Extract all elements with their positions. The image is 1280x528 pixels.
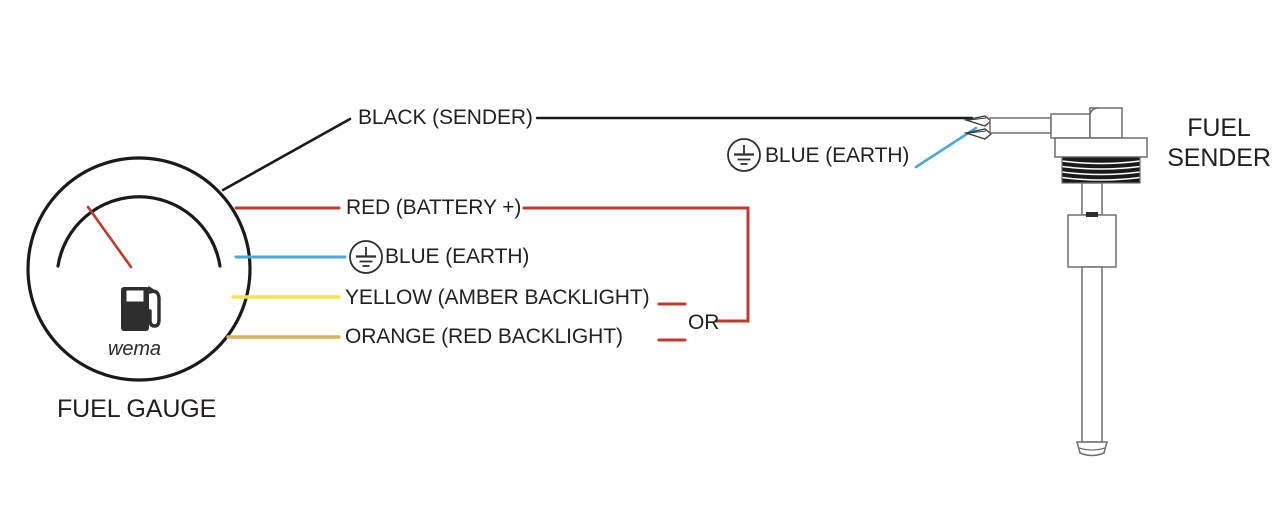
earth-ground-symbol-sender bbox=[727, 138, 761, 172]
wire-label-blue-earth-gauge: BLUE (EARTH) bbox=[385, 245, 530, 268]
sender-terminal-lower bbox=[963, 128, 993, 140]
sender-flange bbox=[1054, 137, 1148, 158]
sender-wire-sleeve bbox=[989, 117, 1052, 134]
wire-label-yellow-amber: YELLOW (AMBER BACKLIGHT) bbox=[345, 286, 650, 309]
sender-bottom-cap bbox=[1076, 441, 1108, 457]
fuel-gauge-title: FUEL GAUGE bbox=[57, 395, 217, 423]
gauge-dial-arc bbox=[56, 195, 222, 268]
sender-float-notch bbox=[1086, 212, 1098, 217]
wire-label-black-sender: BLACK (SENDER) bbox=[358, 106, 533, 129]
fuel-sender-graphic bbox=[963, 107, 1148, 457]
wire-blue-earth-sender bbox=[914, 126, 978, 169]
wire-red-battery-run bbox=[522, 206, 750, 323]
wire-label-blue-earth-sender: BLUE (EARTH) bbox=[765, 144, 910, 167]
gauge-brand-label: wema bbox=[108, 338, 161, 360]
sender-connector-cap bbox=[1089, 107, 1123, 139]
or-junction-label: OR bbox=[688, 311, 720, 334]
wire-label-red-battery: RED (BATTERY +) bbox=[346, 196, 522, 219]
fuel-gauge-graphic bbox=[26, 156, 252, 382]
wire-black-sender-left bbox=[221, 117, 352, 192]
sender-tube-upper bbox=[1081, 182, 1103, 216]
sender-tube-lower bbox=[1081, 266, 1103, 443]
fuel-pump-icon bbox=[121, 286, 161, 331]
earth-ground-symbol-gauge bbox=[349, 240, 383, 274]
wire-label-orange-red: ORANGE (RED BACKLIGHT) bbox=[345, 325, 623, 348]
sender-thread bbox=[1061, 156, 1141, 184]
sender-float-body bbox=[1067, 214, 1117, 268]
sender-connector-block bbox=[1050, 113, 1091, 139]
gauge-needle bbox=[86, 205, 133, 269]
gauge-outer-circle bbox=[26, 156, 252, 382]
fuel-sender-title-line1: FUEL bbox=[1187, 114, 1251, 142]
fuel-sender-title-line2: SENDER bbox=[1167, 144, 1271, 172]
